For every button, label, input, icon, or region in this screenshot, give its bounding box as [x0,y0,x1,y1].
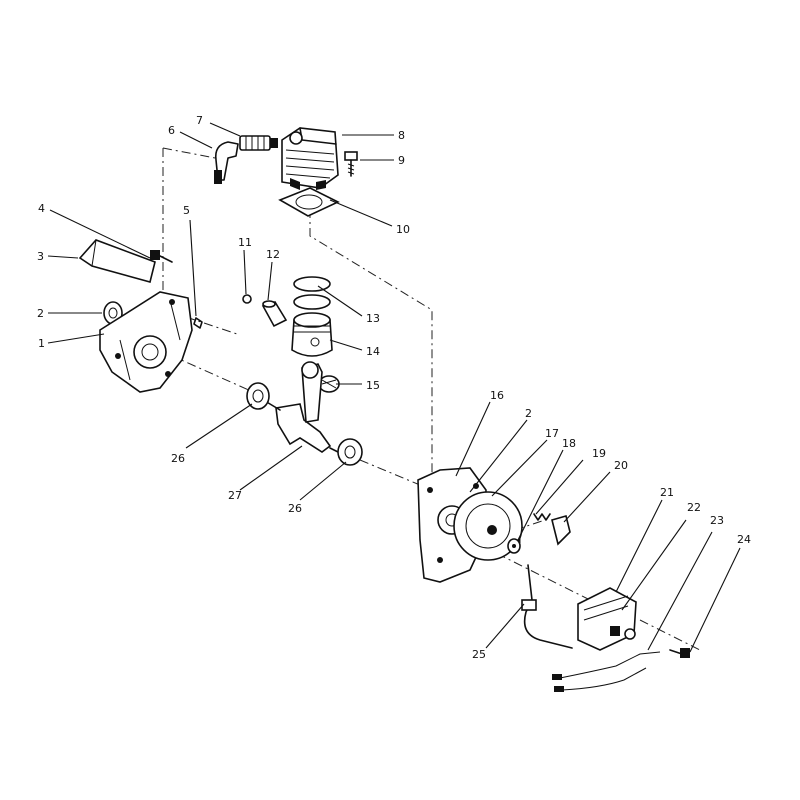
callout-6: 6 [168,124,175,137]
callout-1: 1 [38,337,45,350]
callout-24: 24 [737,533,751,546]
callout-11: 11 [238,236,252,249]
callout-25: 25 [472,648,486,661]
callout-14: 14 [366,345,380,358]
starter-pawl [551,515,571,546]
callout-21: 21 [660,486,674,499]
cylinder [281,127,339,190]
piston-pin [261,300,288,328]
callout-18: 18 [562,437,576,450]
callout-9: 9 [398,154,405,167]
callout-8: 8 [398,129,405,142]
callout-7: 7 [196,114,203,127]
callout-27: 27 [228,489,242,502]
cylinder-screw [344,151,358,177]
callout-22: 22 [687,501,701,514]
flywheel [453,491,523,561]
callout-26-left: 26 [171,452,185,465]
callout-12: 12 [266,248,280,261]
heat-shield [78,239,156,283]
callout-13: 13 [366,312,380,325]
spark-plug-boot [214,141,239,184]
main-bearing-left [246,382,270,410]
module-screw [669,648,690,658]
callout-3: 3 [37,250,44,263]
callout-26-right: 26 [288,502,302,515]
ignition-module [577,587,637,651]
callout-5: 5 [183,204,190,217]
callout-16: 16 [490,389,504,402]
ground-wire [552,651,661,692]
spark-plug [239,135,278,151]
long-screw [150,250,173,263]
callout-labels: 7 6 8 9 10 4 5 3 11 12 13 2 1 14 15 16 2… [37,114,751,661]
callout-2-right: 2 [525,407,532,420]
leader-lines [47,122,741,653]
callout-4: 4 [38,202,45,215]
callout-20: 20 [614,459,628,472]
flywheel-nut [507,538,521,554]
callout-10: 10 [396,223,410,236]
main-bearing-right [337,438,363,466]
callout-15: 15 [366,379,380,392]
piston [291,312,333,357]
crankshaft [259,361,351,459]
callout-17: 17 [545,427,559,440]
fuel-line [521,564,573,649]
circlip [242,294,252,304]
callout-19: 19 [592,447,606,460]
piston-rings [293,276,331,310]
callout-2-left: 2 [37,307,44,320]
dowel-pin [193,317,203,329]
cylinder-gasket [278,187,340,217]
starter-spring [533,513,551,521]
callout-23: 23 [710,514,724,527]
crankcase-left [99,291,193,393]
